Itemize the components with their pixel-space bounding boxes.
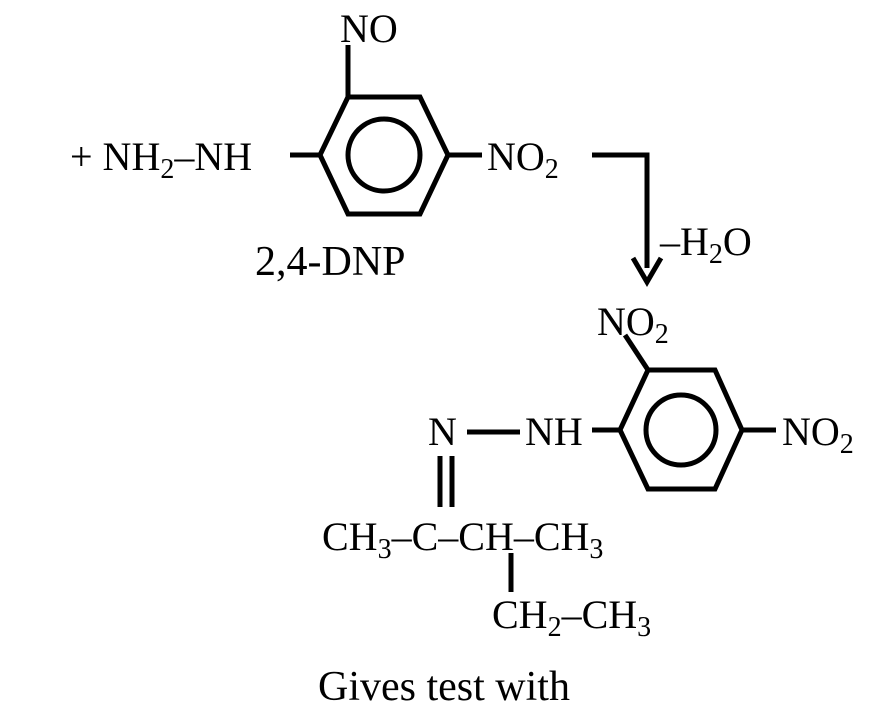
caption-text: Gives test with bbox=[318, 664, 570, 710]
product-para-no2-label: NO2 bbox=[782, 409, 854, 460]
byproduct-water-label: –H2O bbox=[659, 219, 752, 270]
product-ortho-bond bbox=[622, 333, 651, 372]
reagent-molecule: NO + NH2–NH NO2 2,4-DNP bbox=[70, 6, 559, 285]
product-imine-n-label: N bbox=[428, 409, 457, 454]
product-nh-label: NH bbox=[525, 409, 583, 454]
reagent-name-label: 2,4-DNP bbox=[255, 239, 406, 285]
reagent-hydrazine-label: + NH2–NH bbox=[70, 134, 252, 185]
product-main-chain-label: CH3–C–CH–CH3 bbox=[322, 514, 603, 565]
product-aromatic-circle bbox=[643, 392, 719, 468]
reagent-aromatic-circle bbox=[345, 116, 423, 194]
product-benzene-ring bbox=[617, 367, 745, 492]
reagent-ortho-no-label: NO bbox=[340, 6, 398, 51]
reagent-para-no2-label: NO2 bbox=[487, 134, 559, 185]
product-molecule: NO2 NO2 N NH CH3–C–CH–CH3 CH2–CH3 bbox=[322, 299, 854, 643]
arrow-head bbox=[630, 256, 664, 287]
reagent-benzene-ring bbox=[317, 94, 451, 217]
arrow-path bbox=[592, 152, 650, 268]
product-branch-label: CH2–CH3 bbox=[492, 592, 651, 643]
product-ortho-no2-label: NO2 bbox=[597, 299, 669, 350]
reaction-arrow: –H2O bbox=[592, 152, 752, 287]
